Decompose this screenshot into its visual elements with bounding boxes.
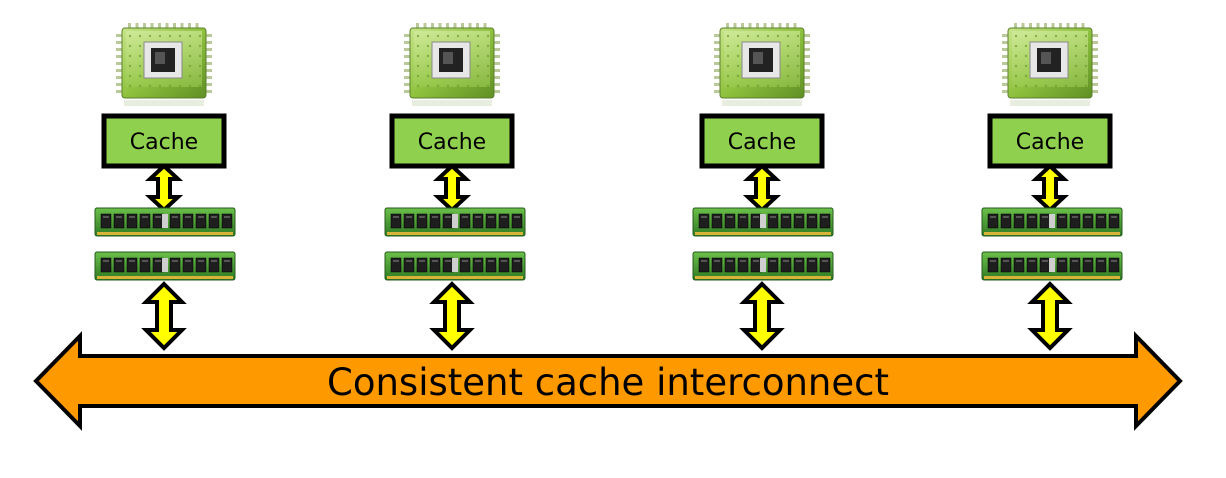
cache-label: Cache [1016,130,1084,155]
processor-nodes: Cache Cache Cache Cache [94,23,1123,351]
ram-module-icon [692,207,834,237]
processor-node: Cache [384,23,526,351]
processor-chip-icon [116,23,212,106]
processor-node: Cache [94,23,236,351]
double-arrow-icon [1030,163,1070,213]
interconnect-bus: Consistent cache interconnect [33,331,1183,431]
double-arrow-icon [429,281,475,351]
ram-module-icon [981,251,1123,281]
double-arrow-icon [432,163,472,213]
ram-module-icon [692,251,834,281]
cache-label: Cache [130,130,198,155]
ram-module-icon [94,207,236,237]
cache-label: Cache [728,130,796,155]
cache-label: Cache [418,130,486,155]
double-arrow-icon [144,163,184,213]
double-arrow-icon [1027,281,1073,351]
double-arrow-icon [739,281,785,351]
processor-chip-icon [1002,23,1098,106]
double-arrow-icon [141,281,187,351]
interconnect-label: Consistent cache interconnect [327,361,889,404]
processor-chip-icon [404,23,500,106]
processor-node: Cache [981,23,1123,351]
processor-chip-icon [714,23,810,106]
ram-module-icon [94,251,236,281]
ram-module-icon [384,251,526,281]
interconnect-arrow [33,331,1183,431]
cache-box [389,113,515,169]
processor-node: Cache [692,23,834,351]
ram-module-icon [981,207,1123,237]
double-arrow-icon [742,163,782,213]
ram-module-icon [384,207,526,237]
